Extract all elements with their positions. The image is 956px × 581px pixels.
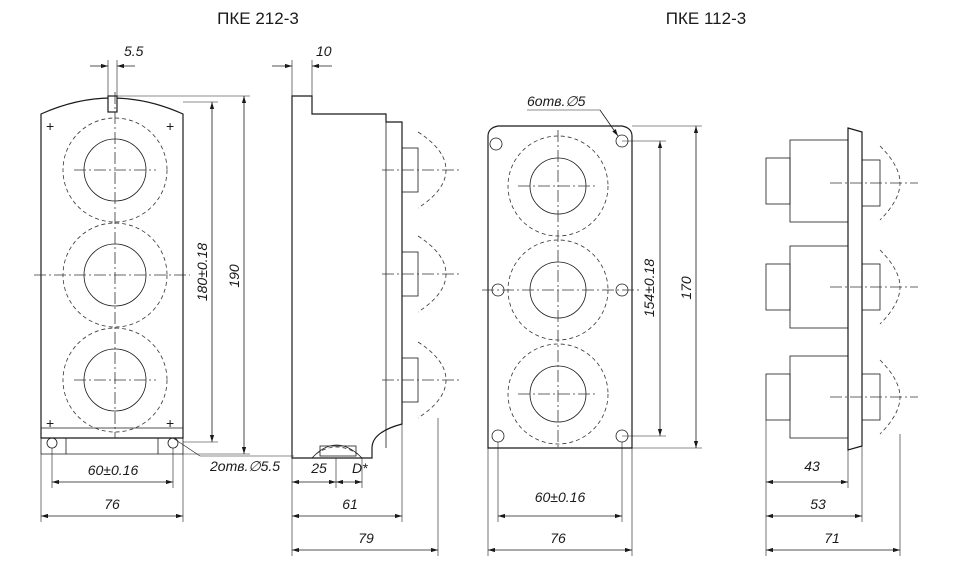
pke212-front-view: + + + +: [34, 92, 190, 455]
dim-holes-label: 2отв.∅5.5: [209, 458, 280, 474]
dim-height-112-label: 170: [678, 276, 694, 300]
dim-mount-height-label: 180±0.18: [194, 243, 210, 302]
dim-slot-label: 5.5: [124, 43, 144, 59]
plus-mark: +: [166, 415, 174, 431]
dim-slot-side-label: 10: [316, 43, 332, 59]
plus-mark: +: [46, 118, 54, 134]
dim-mount-height-112-label: 154±0.18: [641, 259, 657, 318]
dim-depth-a-label: 25: [310, 460, 327, 476]
side-unit-middle: [765, 245, 918, 329]
side-button-top: [382, 131, 462, 209]
dim-depth-b-112-label: 53: [810, 496, 826, 512]
dim-hole-spacing-label: 60±0.16: [88, 462, 139, 478]
dim-depth-body-label: 61: [342, 496, 358, 512]
dim-holes-112-label: 6отв.∅5: [527, 93, 586, 109]
dim-width-label: 76: [104, 496, 120, 512]
dim-depth-total-112-label: 71: [824, 530, 840, 546]
pke212-front-dimensions: 5.5 60±0.16 76 2отв.∅5.5 180±0.18 190: [40, 43, 294, 522]
dim-depth-d-label: D*: [352, 460, 368, 476]
pke212-side-dimensions: 10 25 D* 61 79: [272, 43, 439, 556]
dim-depth-a-112-label: 43: [804, 458, 820, 474]
pke212-side-view: [291, 95, 462, 459]
title-pke-212-3: ПКЕ 212-3: [217, 9, 299, 28]
side-unit-bottom: [765, 355, 918, 439]
pke112-front-dimensions: 6отв.∅5 154±0.18 170 60±0.16 76: [487, 93, 702, 556]
title-pke-112-3: ПКЕ 112-3: [666, 9, 746, 28]
side-unit-top: [765, 139, 918, 223]
plus-mark: +: [46, 415, 54, 431]
side-button-bottom: [382, 341, 462, 419]
dim-width-112-label: 76: [550, 530, 566, 546]
pke112-side-view: [765, 127, 918, 451]
pke112-side-dimensions: 43 53 71: [765, 420, 901, 556]
plus-mark: +: [166, 118, 174, 134]
side-button-middle: [382, 235, 462, 313]
dim-depth-total-label: 79: [358, 530, 374, 546]
dim-height-label: 190: [226, 264, 242, 288]
pke112-front-view: [482, 125, 640, 449]
dim-hole-spacing-112-label: 60±0.16: [535, 489, 586, 505]
